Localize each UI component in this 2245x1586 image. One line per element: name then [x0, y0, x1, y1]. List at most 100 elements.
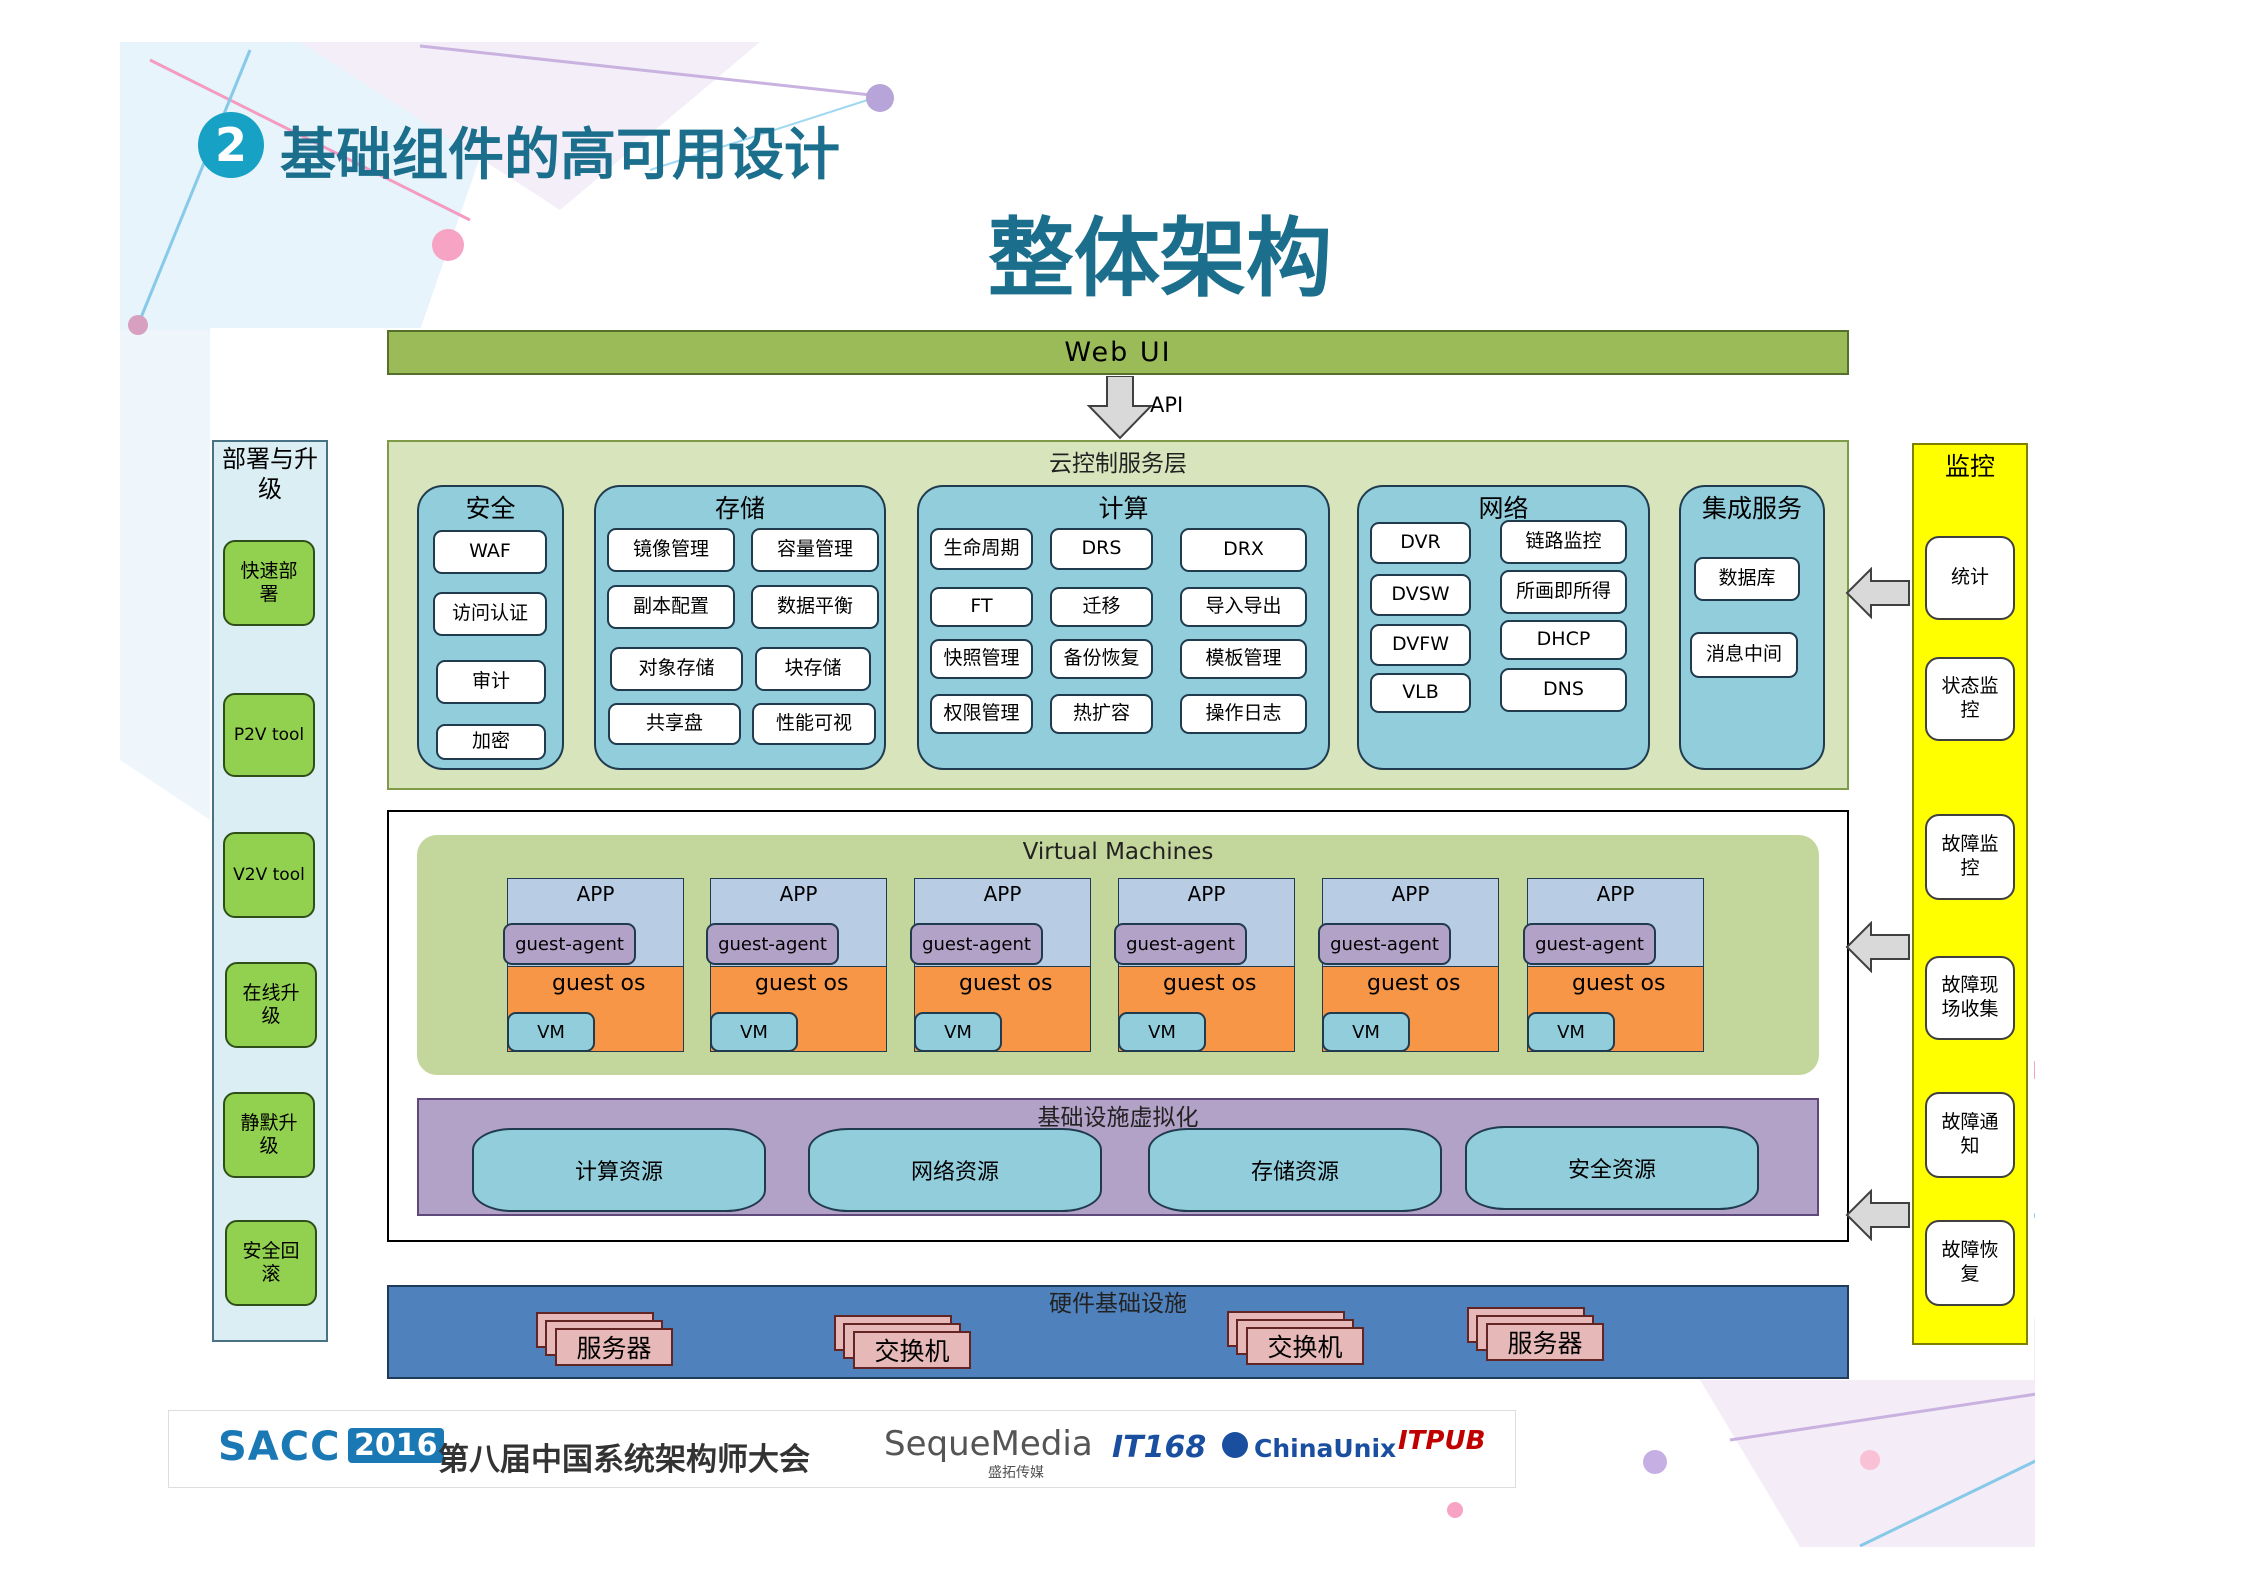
statistics-button[interactable]: 统计 [1925, 536, 2015, 620]
fault-recovery-button[interactable]: 故障恢复 [1925, 1220, 2015, 1306]
safe-rollback-button[interactable]: 安全回滚 [225, 1220, 317, 1306]
backup-restore-button[interactable]: 备份恢复 [1050, 639, 1153, 679]
dvfw-button[interactable]: DVFW [1370, 624, 1471, 666]
guest-os-box: guest os [1322, 966, 1499, 1052]
guest-os-label: guest os [1367, 971, 1461, 996]
app-label: APP [1596, 882, 1635, 906]
sacc-logo: SACC [218, 1424, 341, 1470]
vm-button[interactable]: VM [507, 1012, 595, 1052]
block-storage-button[interactable]: 块存储 [755, 647, 871, 691]
online-upgrade-label: 在线升级 [242, 982, 300, 1027]
network-resource-cylinder: 网络资源 [808, 1128, 1102, 1212]
hot-expand-button[interactable]: 热扩容 [1050, 694, 1153, 734]
monitor-arrow-vm [1845, 921, 1910, 973]
database-button[interactable]: 数据库 [1694, 557, 1800, 601]
template-mgmt-button[interactable]: 模板管理 [1180, 639, 1307, 679]
drx-button[interactable]: DRX [1180, 528, 1307, 572]
statistics-label: 统计 [1950, 566, 1989, 589]
dvr-button[interactable]: DVR [1370, 522, 1471, 564]
permission-mgmt-button[interactable]: 权限管理 [930, 694, 1033, 734]
perf-visual-button[interactable]: 性能可视 [752, 703, 876, 745]
guest-os-label: guest os [552, 971, 646, 996]
security-group-title: 安全 [465, 494, 516, 523]
network-group-title: 网络 [1478, 494, 1529, 523]
snapshot-mgmt-button[interactable]: 快照管理 [930, 639, 1033, 679]
guest-agent-button[interactable]: guest-agent [1523, 923, 1656, 965]
access-auth-button[interactable]: 访问认证 [433, 592, 547, 636]
chinaunix-icon [1222, 1432, 1248, 1458]
replica-config-button[interactable]: 副本配置 [607, 585, 735, 629]
wysiwyg-button[interactable]: 所画即所得 [1500, 570, 1627, 614]
operation-log-button[interactable]: 操作日志 [1180, 694, 1307, 734]
api-label: API [1150, 393, 1184, 417]
itpub-logo: ITPUB [1398, 1426, 1486, 1456]
p2v-tool-button[interactable]: P2V tool [223, 693, 315, 777]
drs-button[interactable]: DRS [1050, 528, 1153, 570]
app-label: APP [576, 882, 615, 906]
monitor-arrow-cloud [1845, 567, 1910, 619]
vlb-button[interactable]: VLB [1370, 673, 1471, 713]
shared-disk-button[interactable]: 共享盘 [608, 703, 741, 745]
section-number: 2 [214, 118, 247, 172]
monitor-title: 监控 [1944, 452, 1995, 481]
vm-button[interactable]: VM [1322, 1012, 1410, 1052]
integration-group: 集成服务 [1679, 485, 1825, 770]
waf-button[interactable]: WAF [433, 530, 547, 574]
guest-agent-button[interactable]: guest-agent [1318, 923, 1451, 965]
switch-stack-1: 交换机 [853, 1331, 971, 1369]
server-stack-2: 服务器 [1486, 1323, 1604, 1361]
switch-stack-2: 交换机 [1246, 1327, 1364, 1365]
cloud-layer-title: 云控制服务层 [1049, 451, 1187, 477]
vm-button[interactable]: VM [1527, 1012, 1615, 1052]
section-number-badge: 2 [198, 112, 264, 178]
app-label: APP [1391, 882, 1430, 906]
import-export-button[interactable]: 导入导出 [1180, 587, 1307, 627]
quick-deploy-button[interactable]: 快速部署 [223, 540, 315, 626]
migration-button[interactable]: 迁移 [1050, 587, 1153, 627]
message-middleware-button[interactable]: 消息中间 [1690, 632, 1798, 678]
safe-rollback-label: 安全回滚 [242, 1240, 300, 1285]
fault-notify-button[interactable]: 故障通知 [1925, 1092, 2015, 1178]
section-title: 基础组件的高可用设计 [280, 123, 840, 188]
fault-monitor-button[interactable]: 故障监控 [1925, 814, 2015, 900]
vm-button[interactable]: VM [1118, 1012, 1206, 1052]
capacity-mgmt-button[interactable]: 容量管理 [751, 528, 879, 572]
lifecycle-button[interactable]: 生命周期 [930, 528, 1033, 570]
image-mgmt-button[interactable]: 镜像管理 [607, 528, 735, 572]
vm-button[interactable]: VM [914, 1012, 1002, 1052]
online-upgrade-button[interactable]: 在线升级 [225, 962, 317, 1048]
chinaunix-logo: ChinaUnix [1254, 1434, 1397, 1463]
dvsw-button[interactable]: DVSW [1370, 574, 1471, 616]
v2v-tool-button[interactable]: V2V tool [223, 832, 315, 918]
audit-button[interactable]: 审计 [436, 660, 546, 704]
it168-logo: IT168 [1112, 1430, 1207, 1465]
app-label: APP [779, 882, 818, 906]
guest-agent-button[interactable]: guest-agent [706, 923, 839, 965]
guest-os-label: guest os [1163, 971, 1257, 996]
app-label: APP [983, 882, 1022, 906]
object-storage-button[interactable]: 对象存储 [610, 647, 743, 691]
vm-button[interactable]: VM [710, 1012, 798, 1052]
status-monitor-label: 状态监控 [1941, 675, 1999, 721]
guest-agent-button[interactable]: guest-agent [910, 923, 1043, 965]
fault-collect-button[interactable]: 故障现场收集 [1925, 956, 2015, 1040]
link-monitor-button[interactable]: 链路监控 [1500, 520, 1627, 564]
security-resource-cylinder: 安全资源 [1465, 1126, 1759, 1210]
guest-agent-button[interactable]: guest-agent [1114, 923, 1247, 965]
silent-upgrade-label: 静默升级 [240, 1112, 298, 1157]
ft-button[interactable]: FT [930, 587, 1033, 627]
encryption-button[interactable]: 加密 [436, 724, 546, 760]
quick-deploy-label: 快速部署 [240, 560, 298, 605]
virtual-machines-title: Virtual Machines [1022, 839, 1214, 865]
guest-agent-button[interactable]: guest-agent [503, 923, 636, 965]
data-balance-button[interactable]: 数据平衡 [751, 585, 879, 629]
dns-button[interactable]: DNS [1500, 668, 1627, 712]
dhcp-button[interactable]: DHCP [1500, 620, 1627, 660]
web-ui-bar: Web UI [387, 330, 1849, 375]
silent-upgrade-button[interactable]: 静默升级 [223, 1092, 315, 1178]
storage-group-title: 存储 [714, 494, 765, 523]
guest-os-label: guest os [755, 971, 849, 996]
status-monitor-button[interactable]: 状态监控 [1925, 657, 2015, 741]
integration-group-title: 集成服务 [1701, 494, 1802, 523]
deploy-title: 部署与升级 [222, 445, 318, 503]
